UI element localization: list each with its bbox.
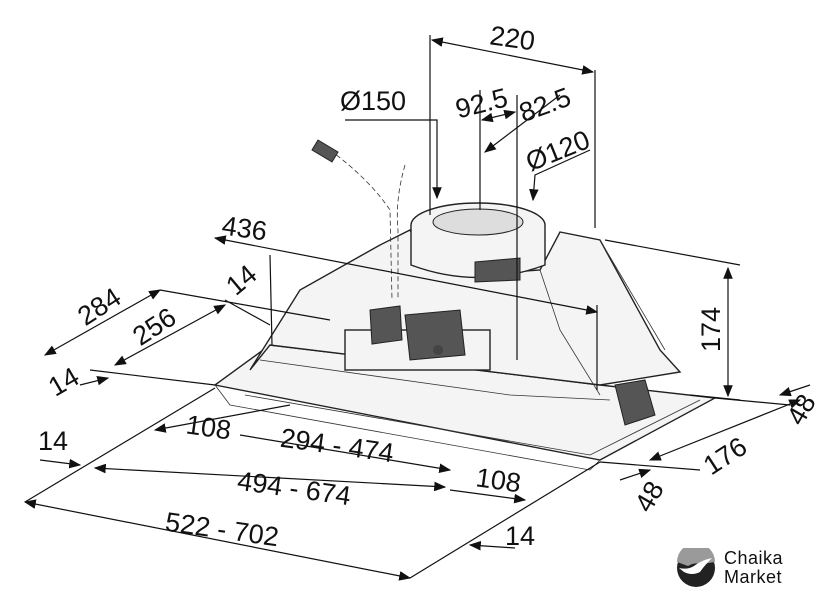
dim-494-674: 494 - 674 (236, 466, 353, 512)
dim-14-top: 14 (220, 259, 262, 301)
dim-256: 256 (127, 302, 181, 352)
dim-176: 176 (698, 431, 752, 481)
dim-284: 284 (72, 282, 126, 332)
seagull-logo-icon (677, 548, 715, 587)
dim-d120: Ø120 (522, 125, 594, 178)
dim-92-5: 92.5 (452, 82, 510, 124)
dim-220: 220 (488, 20, 537, 56)
hood-body (213, 139, 718, 471)
dim-48-bottom: 48 (629, 476, 670, 517)
dimension-lines (23, 35, 811, 581)
logo-line2: Market (724, 567, 783, 587)
dim-174: 174 (696, 307, 726, 352)
dim-14-bottom: 14 (505, 521, 535, 551)
logo-line1: Chaika (724, 548, 784, 568)
dim-294-474: 294 - 474 (279, 423, 396, 469)
chaika-market-logo: Chaika Market (676, 548, 783, 588)
dim-48-right: 48 (781, 389, 822, 430)
dim-522-702: 522 - 702 (163, 507, 280, 553)
dim-436: 436 (220, 211, 269, 247)
dim-108-right: 108 (474, 462, 523, 498)
dim-14-left: 14 (43, 361, 84, 402)
dim-14-mid: 14 (38, 426, 68, 456)
dim-d150: Ø150 (340, 86, 406, 116)
dim-82-5: 82.5 (515, 82, 575, 128)
dim-108-left: 108 (184, 410, 233, 446)
